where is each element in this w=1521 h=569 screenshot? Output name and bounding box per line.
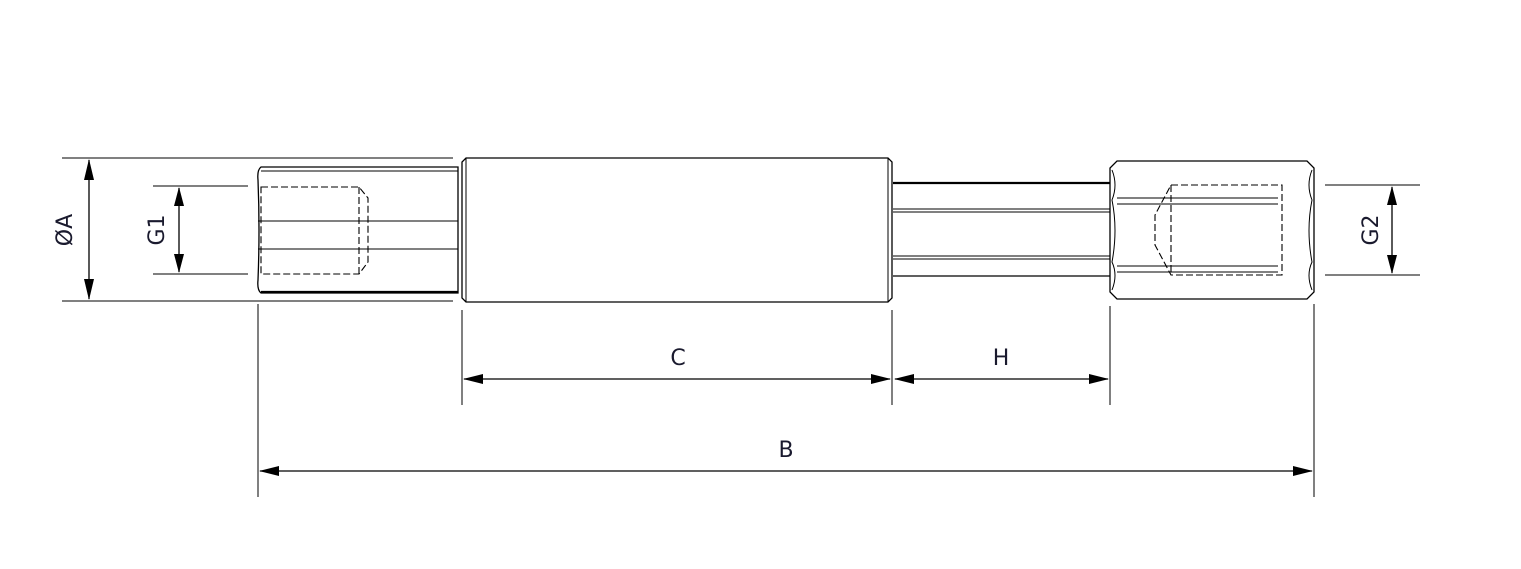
c-label: C: [670, 346, 685, 371]
left-hex-nut: [257, 166, 459, 294]
diameter-a-dimension: ØA: [53, 157, 453, 302]
right-hex-nut: [1109, 160, 1315, 300]
diameter-a-label: ØA: [53, 214, 78, 246]
b-label: B: [778, 438, 793, 463]
c-dimension: C: [463, 346, 891, 384]
h-label: H: [993, 346, 1010, 371]
b-dimension: B: [259, 438, 1313, 476]
g1-dimension: G1: [145, 185, 248, 275]
extension-lines: [257, 304, 1315, 497]
cylinder-body: [461, 157, 893, 303]
h-dimension: H: [894, 346, 1109, 384]
g1-label: G1: [145, 214, 170, 245]
g2-dimension: G2: [1325, 184, 1420, 276]
shaft: [893, 181, 1110, 277]
g2-label: G2: [1359, 214, 1384, 245]
